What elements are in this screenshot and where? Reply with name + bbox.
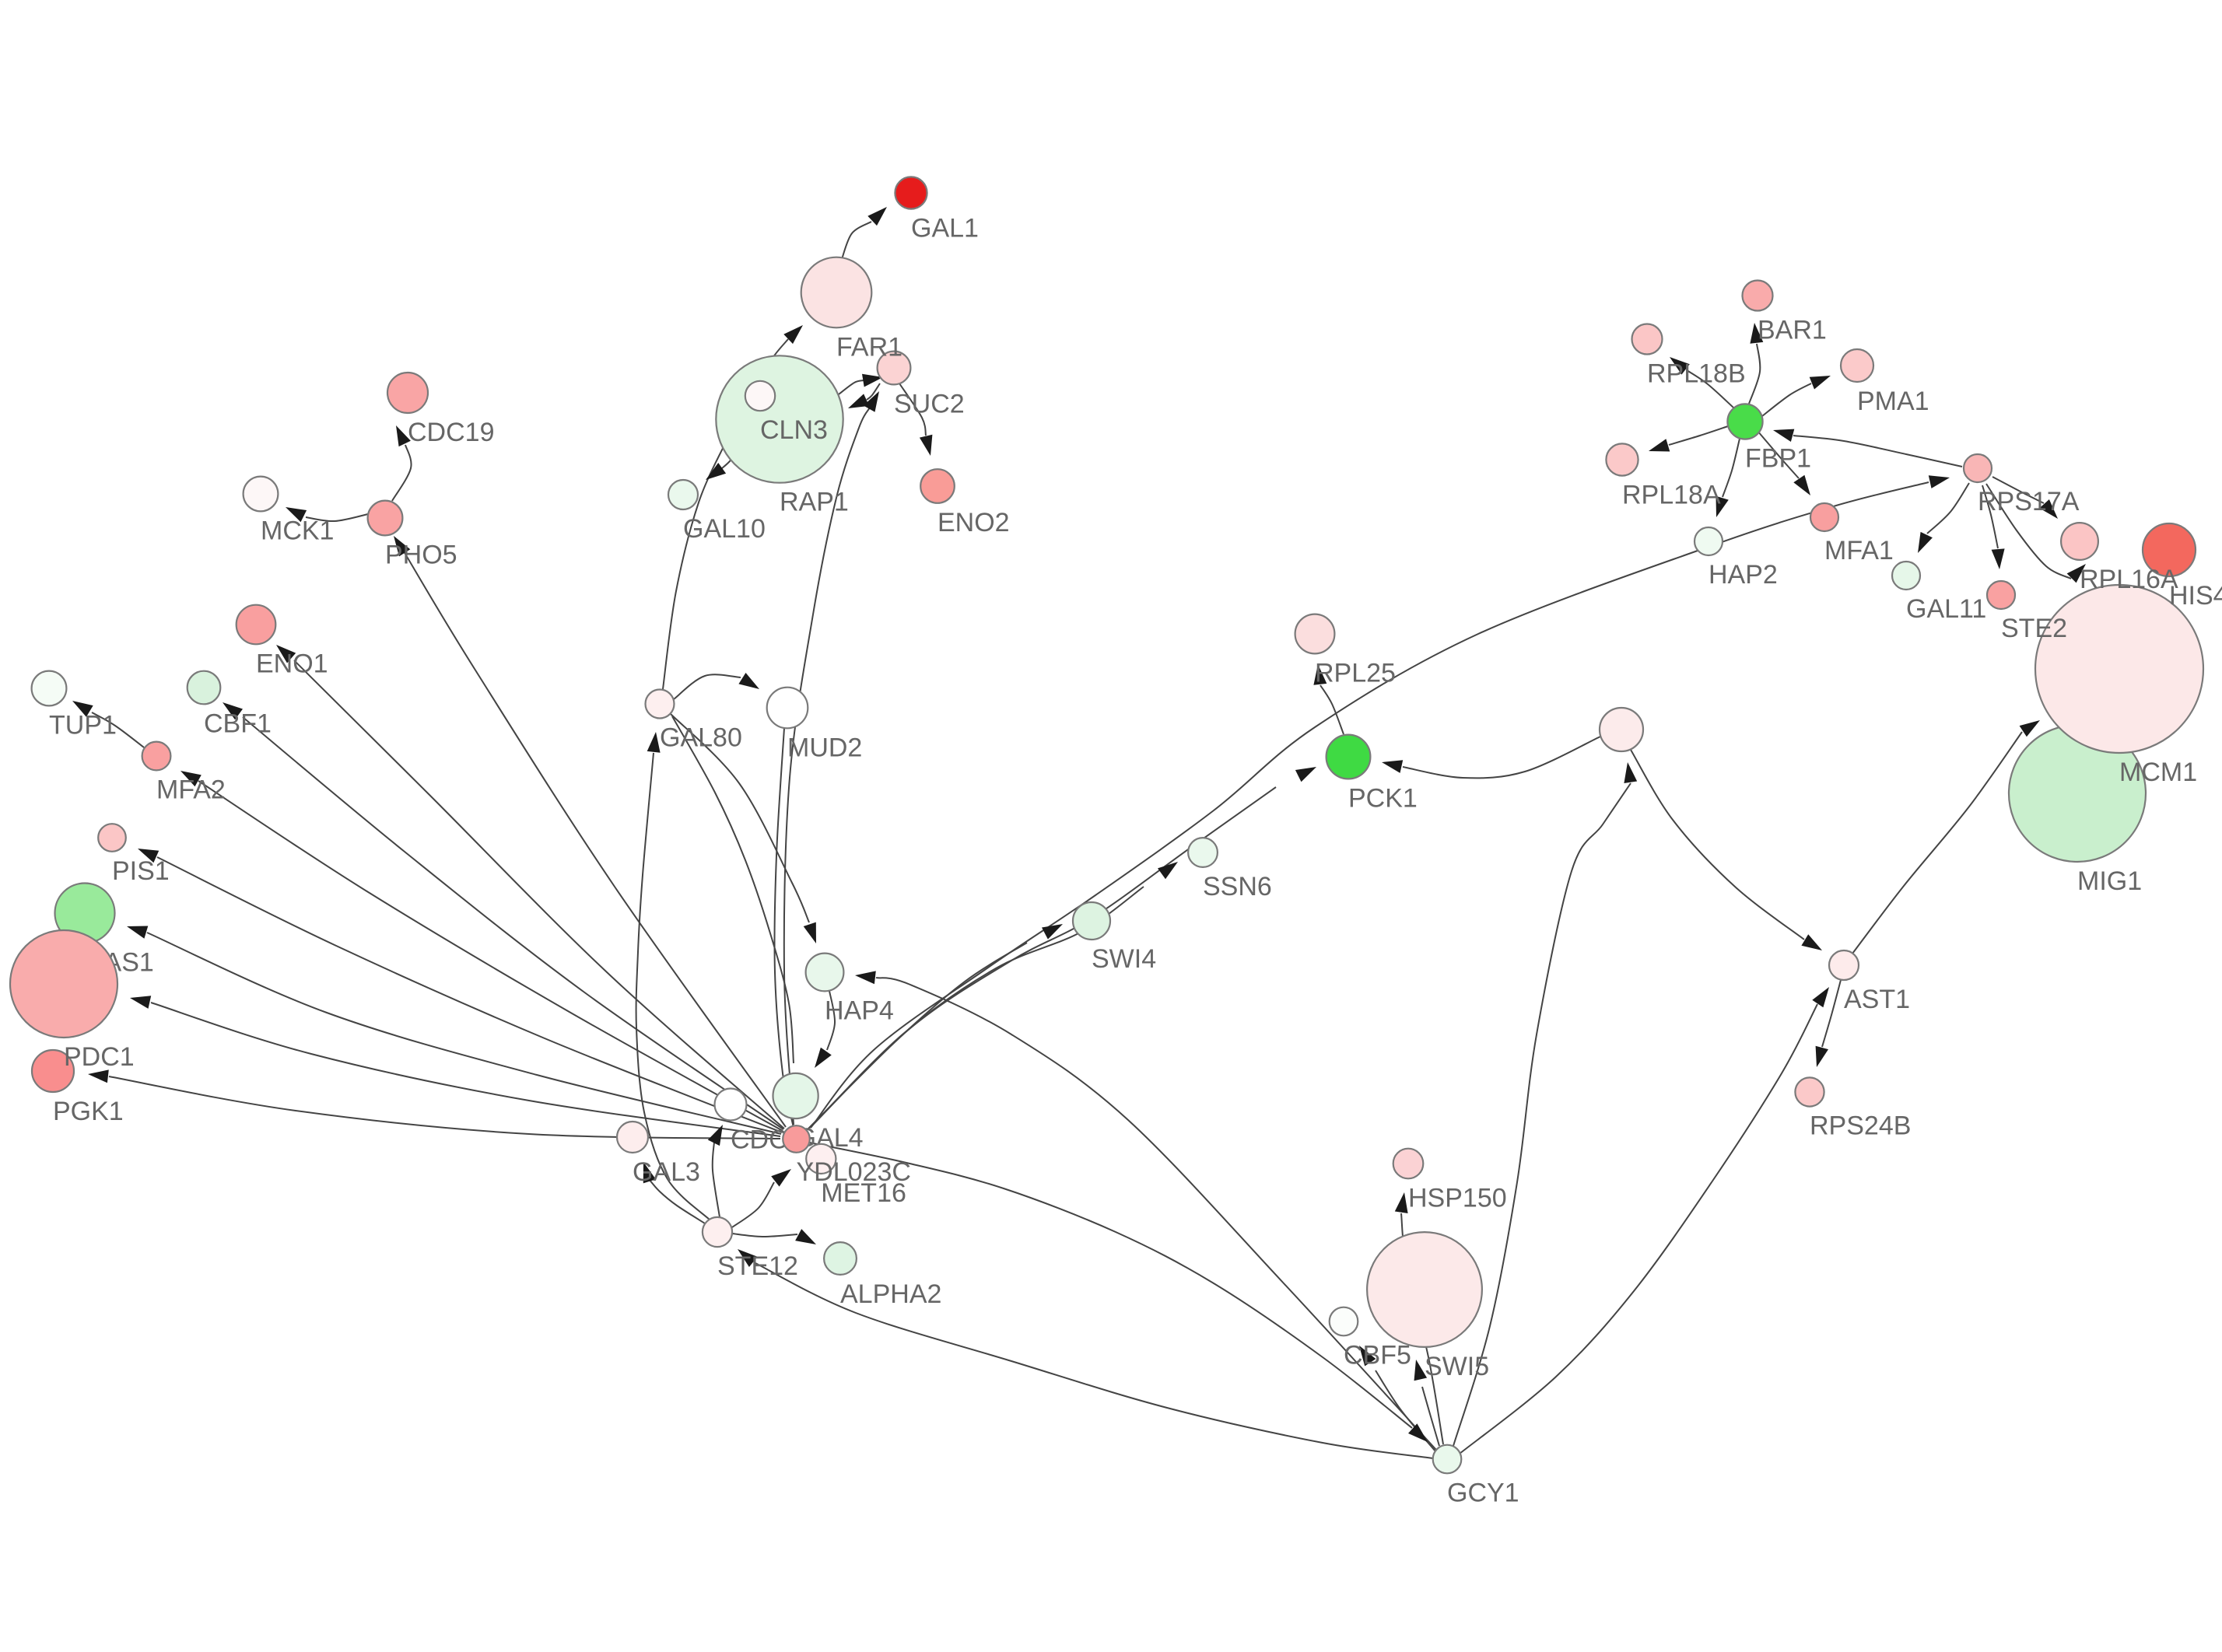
svg-text:SSN6: SSN6 xyxy=(1203,872,1272,901)
svg-text:GAL3: GAL3 xyxy=(633,1157,700,1187)
svg-text:GAL80: GAL80 xyxy=(660,723,742,753)
svg-text:CBF1: CBF1 xyxy=(204,709,272,738)
svg-text:PCK1: PCK1 xyxy=(1348,783,1418,813)
svg-text:GAL10: GAL10 xyxy=(683,514,766,544)
svg-text:YDL023C: YDL023C xyxy=(797,1157,911,1187)
svg-text:MFA2: MFA2 xyxy=(156,775,226,804)
svg-text:RPL25: RPL25 xyxy=(1315,658,1396,688)
svg-text:PGK1: PGK1 xyxy=(53,1097,124,1126)
svg-text:MCK1: MCK1 xyxy=(261,516,334,545)
svg-text:CDC19: CDC19 xyxy=(408,418,494,447)
svg-text:SWI4: SWI4 xyxy=(1092,944,1156,974)
svg-text:RPL18B: RPL18B xyxy=(1647,359,1746,389)
svg-text:HSP150: HSP150 xyxy=(1408,1183,1507,1213)
svg-text:HAP4: HAP4 xyxy=(825,996,894,1025)
svg-text:HAP2: HAP2 xyxy=(1709,560,1778,590)
svg-text:GAL1: GAL1 xyxy=(911,214,979,243)
svg-text:HIS4: HIS4 xyxy=(2169,581,2222,611)
svg-text:AST1: AST1 xyxy=(1844,985,1910,1014)
svg-text:MET16: MET16 xyxy=(821,1178,906,1208)
svg-text:PDC1: PDC1 xyxy=(64,1042,135,1072)
svg-text:FBP1: FBP1 xyxy=(1745,444,1811,474)
svg-text:ENO1: ENO1 xyxy=(256,649,328,678)
svg-text:GCY1: GCY1 xyxy=(1447,1478,1519,1507)
svg-text:SUC2: SUC2 xyxy=(894,389,965,418)
svg-text:MIG1: MIG1 xyxy=(2077,866,2142,896)
svg-text:PHO5: PHO5 xyxy=(385,540,457,569)
svg-text:ALPHA2: ALPHA2 xyxy=(840,1279,941,1309)
svg-text:STE12: STE12 xyxy=(717,1251,798,1281)
svg-text:RAP1: RAP1 xyxy=(780,488,849,517)
svg-text:GAL11: GAL11 xyxy=(1906,594,1986,624)
svg-text:PIS1: PIS1 xyxy=(112,856,170,886)
svg-text:RPS17A: RPS17A xyxy=(1978,487,2080,516)
svg-text:RPS24B: RPS24B xyxy=(1810,1111,1911,1141)
svg-text:PMA1: PMA1 xyxy=(1857,387,1929,416)
svg-text:CLN3: CLN3 xyxy=(760,415,828,445)
svg-text:MFA1: MFA1 xyxy=(1824,536,1894,565)
svg-text:MUD2: MUD2 xyxy=(787,733,862,762)
svg-text:ENO2: ENO2 xyxy=(938,508,1010,537)
svg-text:MCM1: MCM1 xyxy=(2119,758,2197,787)
svg-text:RPL18A: RPL18A xyxy=(1622,481,1721,510)
svg-text:CBF5: CBF5 xyxy=(1344,1340,1411,1370)
svg-text:BAR1: BAR1 xyxy=(1758,316,1827,345)
svg-text:TUP1: TUP1 xyxy=(49,710,117,740)
svg-text:STE2: STE2 xyxy=(2001,614,2067,643)
svg-text:SWI5: SWI5 xyxy=(1425,1352,1489,1381)
svg-text:RPL16A: RPL16A xyxy=(2080,565,2178,594)
svg-text:FAR1: FAR1 xyxy=(836,332,902,362)
